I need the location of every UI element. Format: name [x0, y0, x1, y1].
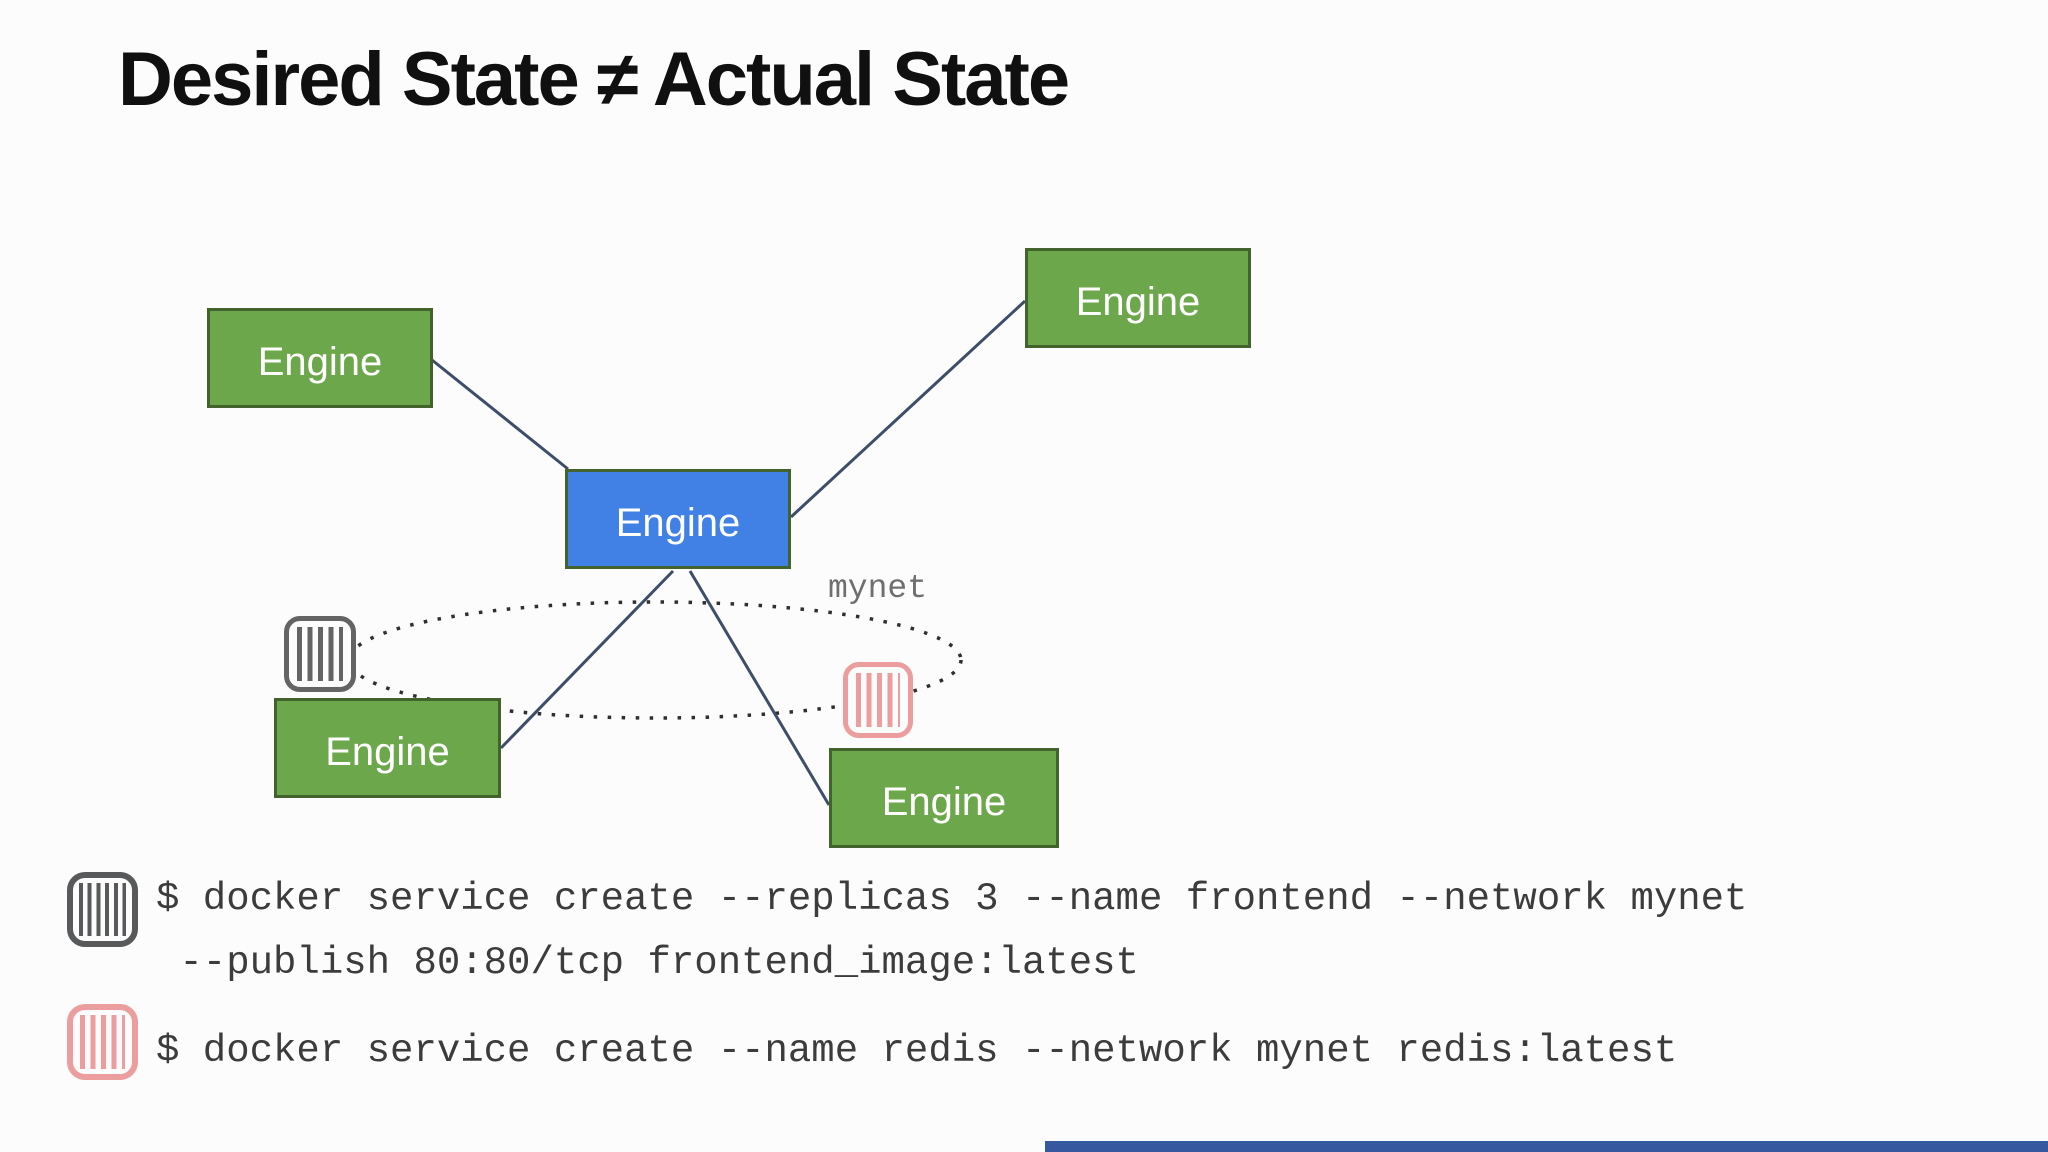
video-progress-bar[interactable]	[1045, 1141, 2048, 1152]
engine-label: Engine	[1075, 279, 1201, 324]
command-1-line-1: $ docker service create --replicas 3 --n…	[156, 877, 1748, 921]
engine-label: Engine	[881, 779, 1007, 824]
redis-container-icon	[843, 662, 913, 738]
connector-line-top-right	[789, 299, 1027, 519]
engine-box-bottom-right: Engine	[829, 748, 1059, 848]
command-2-container-icon	[67, 1004, 138, 1080]
slide-title: Desired State ≠ Actual State	[118, 37, 1070, 122]
command-1-container-icon	[67, 872, 138, 947]
engine-box-bottom-left: Engine	[274, 698, 501, 798]
engine-label: Engine	[615, 500, 741, 545]
network-ellipse	[347, 600, 963, 720]
engine-label: Engine	[325, 729, 450, 774]
command-1-line-2: --publish 80:80/tcp frontend_image:lates…	[156, 941, 1139, 985]
network-name-label: mynet	[828, 570, 928, 607]
connector-line-bottom-left	[499, 569, 675, 750]
engine-box-top-left: Engine	[207, 308, 433, 408]
engine-label: Engine	[257, 339, 383, 384]
engine-box-center-manager: Engine	[565, 469, 791, 569]
command-2-line-1: $ docker service create --name redis --n…	[156, 1029, 1678, 1073]
engine-box-top-right: Engine	[1025, 248, 1251, 348]
connector-line-top-left	[431, 358, 569, 471]
connector-line-bottom-right	[688, 570, 831, 806]
frontend-container-icon	[284, 616, 356, 692]
